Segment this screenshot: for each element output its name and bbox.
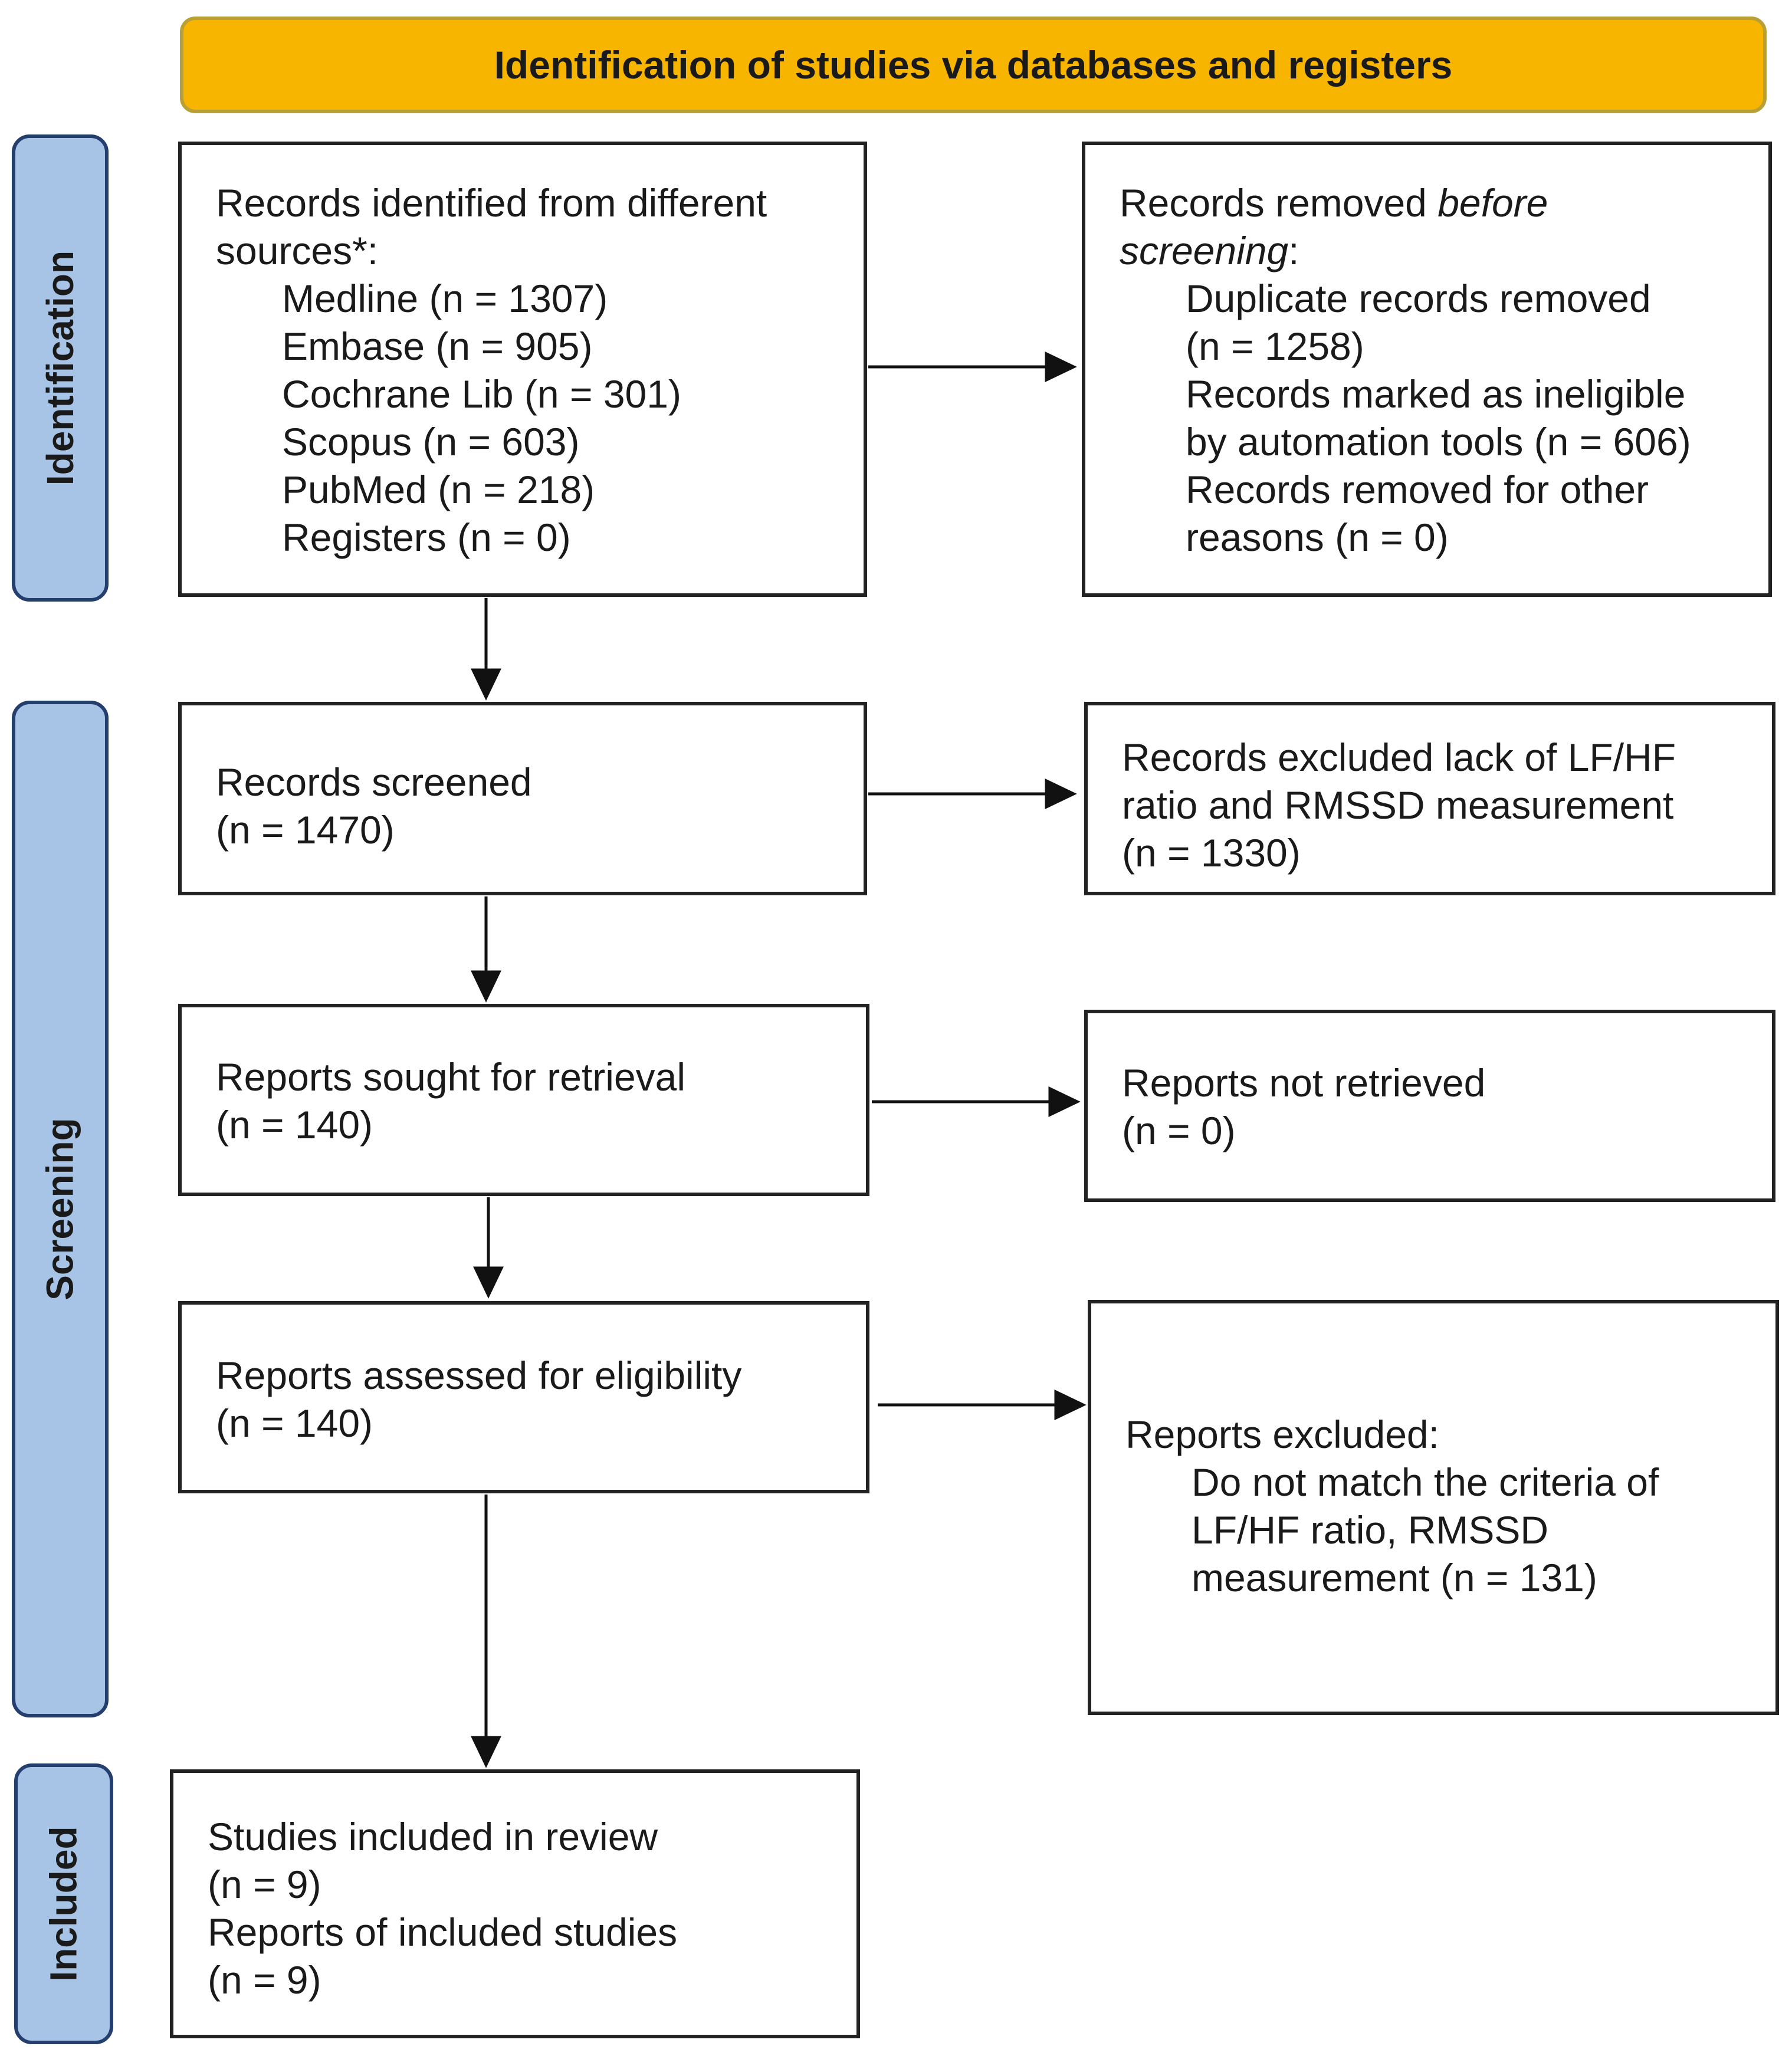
removed-line-automation: by automation tools (n = 606) <box>1186 420 1691 464</box>
removed-line-other-count: reasons (n = 0) <box>1186 515 1449 559</box>
reports-excluded-line-3: measurement (n = 131) <box>1192 1556 1597 1600</box>
sought-count: (n = 140) <box>216 1103 373 1147</box>
excluded-line-2: ratio and RMSSD measurement <box>1122 783 1674 827</box>
reports-sought-box: Reports sought for retrieval (n = 140) <box>178 1004 869 1196</box>
source-embase: Embase (n = 905) <box>282 324 593 368</box>
not-retrieved-count: (n = 0) <box>1122 1109 1236 1152</box>
excluded-line-3: (n = 1330) <box>1122 831 1301 875</box>
arrowhead-assessed <box>473 1266 504 1299</box>
reports-not-retrieved-box: Reports not retrieved (n = 0) <box>1084 1010 1775 1202</box>
included-line-3: Reports of included studies <box>208 1910 678 1954</box>
stage-included: Included <box>14 1763 113 2044</box>
excluded-line-1: Records excluded lack of LF/HF <box>1122 735 1676 779</box>
reports-excluded-line-1: Do not match the criteria of <box>1192 1460 1659 1504</box>
screened-count: (n = 1470) <box>216 808 395 852</box>
included-line-4: (n = 9) <box>208 1958 321 2002</box>
identified-heading-1: Records identified from different <box>216 181 767 225</box>
header-title: Identification of studies via databases … <box>494 43 1453 87</box>
not-retrieved-label: Reports not retrieved <box>1122 1061 1486 1105</box>
removed-line-ineligible: Records marked as ineligible <box>1186 372 1686 416</box>
source-cochrane: Cochrane Lib (n = 301) <box>282 372 681 416</box>
records-identified-box: Records identified from different source… <box>178 142 867 597</box>
removed-line-duplicates: Duplicate records removed <box>1186 277 1651 320</box>
removed-heading-1: Records removed before <box>1120 179 1768 227</box>
assessed-count: (n = 140) <box>216 1401 373 1445</box>
source-registers: Registers (n = 0) <box>282 515 571 559</box>
studies-included-box: Studies included in review (n = 9) Repor… <box>170 1769 860 2038</box>
reports-excluded-heading: Reports excluded: <box>1125 1413 1439 1456</box>
included-line-1: Studies included in review <box>208 1815 658 1858</box>
arrowhead-sought <box>471 970 501 1003</box>
records-removed-box: Records removed before screening: Duplic… <box>1082 142 1772 597</box>
removed-heading-before: before <box>1437 181 1548 225</box>
assessed-label: Reports assessed for eligibility <box>216 1354 742 1397</box>
reports-assessed-box: Reports assessed for eligibility (n = 14… <box>178 1301 869 1493</box>
arrowhead-included <box>471 1736 501 1768</box>
arrowhead-not-retrieved <box>1048 1086 1081 1117</box>
reports-excluded-line-2: LF/HF ratio, RMSSD <box>1192 1508 1549 1552</box>
reports-excluded-box: Reports excluded: Do not match the crite… <box>1088 1300 1779 1715</box>
arrowhead-screened <box>471 668 501 701</box>
arrowhead-reports-excluded <box>1054 1390 1087 1420</box>
stage-screening: Screening <box>12 701 109 1717</box>
identification-header: Identification of studies via databases … <box>180 17 1767 113</box>
removed-line-other: Records removed for other <box>1186 468 1649 511</box>
records-screened-box: Records screened (n = 1470) <box>178 702 867 895</box>
removed-line-duplicates-count: (n = 1258) <box>1186 324 1364 368</box>
source-scopus: Scopus (n = 603) <box>282 420 580 464</box>
removed-heading-colon: : <box>1288 229 1299 272</box>
records-excluded-box: Records excluded lack of LF/HF ratio and… <box>1084 702 1775 895</box>
removed-heading-text: Records removed <box>1120 181 1438 225</box>
removed-heading-screening: screening <box>1120 229 1289 272</box>
source-medline: Medline (n = 1307) <box>282 277 608 320</box>
screened-label: Records screened <box>216 760 532 804</box>
stage-identification: Identification <box>12 134 109 602</box>
arrowhead-excluded <box>1045 779 1077 809</box>
sought-label: Reports sought for retrieval <box>216 1055 686 1099</box>
source-pubmed: PubMed (n = 218) <box>282 468 595 511</box>
arrowhead-removed <box>1045 352 1077 382</box>
included-line-2: (n = 9) <box>208 1863 321 1906</box>
identified-heading-2: sources*: <box>216 229 379 272</box>
removed-heading-2: screening: <box>1120 227 1768 275</box>
